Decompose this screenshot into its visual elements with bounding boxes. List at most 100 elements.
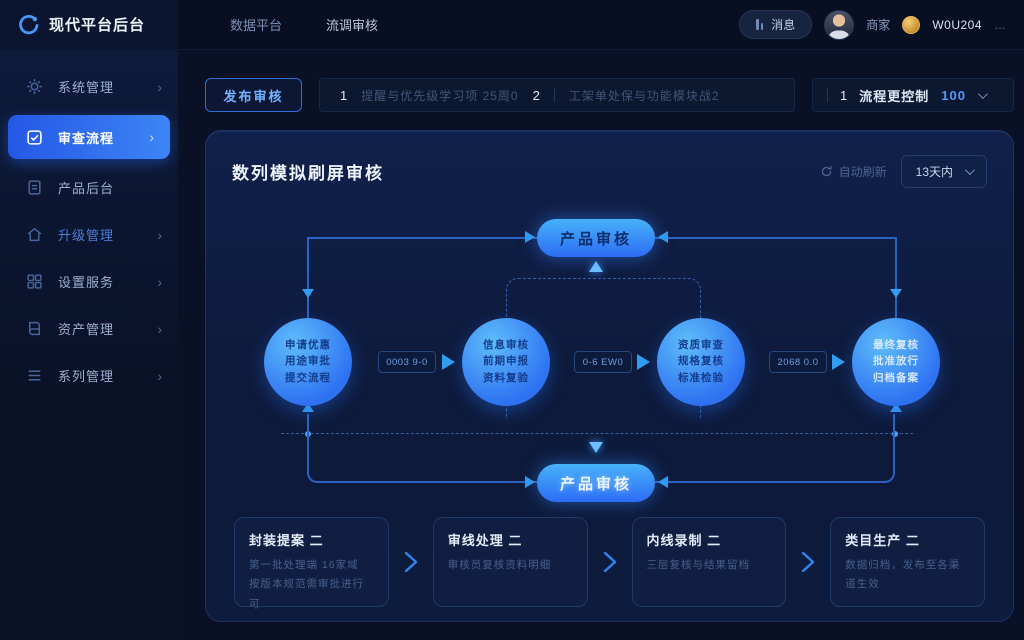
flow-circle-4: 最终复核 批准放行 归档备案 [852, 318, 940, 406]
flow-connector-label: 0-6 EW0 [574, 351, 632, 373]
flow-line [655, 237, 896, 239]
date-filter-dropdown[interactable]: 13天内 [900, 155, 987, 188]
chevron-right-icon: › [157, 320, 162, 337]
circle-line: 规格复核 [678, 355, 724, 368]
sidebar-item-label: 产品后台 [58, 181, 115, 196]
step-1-number: 1 [340, 87, 348, 103]
chevron-right-icon: › [157, 226, 162, 243]
publish-review-button[interactable]: 发布审核 [205, 78, 302, 112]
steps-card: 1 提醒与优先级学习项 25周0 2 工架单处保与功能模块战2 [319, 78, 795, 112]
home-icon [26, 226, 43, 243]
review-panel: 数列模拟刷屏审核 自动刷新 13天内 [205, 130, 1014, 622]
process-card-3: 内线录制 二 三层复核与结果留档 [631, 517, 787, 607]
arrow-left-icon [658, 476, 668, 488]
notify-label: 消息 [771, 18, 796, 32]
sidebar-item-system[interactable]: 系统管理 › [0, 64, 178, 109]
chevron-down-icon[interactable] [977, 88, 988, 99]
sidebar-item-label: 升级管理 [58, 228, 115, 243]
grid-icon [26, 273, 43, 290]
flow-line [307, 414, 537, 483]
arrow-right-icon [832, 354, 845, 370]
avatar[interactable] [824, 9, 855, 40]
flow-control-card[interactable]: 1 流程更控制 100 [812, 78, 1014, 112]
card-chevron-icon [802, 551, 815, 573]
arrow-left-icon [658, 231, 668, 243]
arrow-right-icon [442, 354, 455, 370]
circle-line: 资质审查 [678, 339, 724, 352]
coin-balance: W0U204 [932, 17, 982, 32]
sidebar-item-product[interactable]: 产品后台 [0, 165, 178, 210]
main-content: 发布审核 1 提醒与优先级学习项 25周0 2 工架单处保与功能模块战2 1 流… [178, 50, 1024, 640]
junction-dot [892, 431, 898, 437]
flow-circle-2: 信息审核 前期申报 资料复验 [462, 318, 550, 406]
checklist-icon [26, 129, 43, 146]
circle-line: 资料复验 [483, 371, 529, 384]
card-title: 审线处理 二 [447, 533, 523, 548]
circle-line: 归档备案 [873, 371, 919, 384]
sidebar-item-review-flow[interactable]: 审查流程 › [8, 115, 170, 159]
logo: 现代平台后台 [0, 0, 178, 50]
process-card-4: 类目生产 二 数据归档，发布至各渠道生效 [830, 517, 985, 607]
sidebar-item-series[interactable]: 系列管理 › [0, 353, 178, 398]
card-line: 数据归档，发布至各渠道生效 [845, 559, 961, 591]
flow-circle-1: 申请优惠 用途审批 提交流程 [264, 318, 352, 406]
flow-node-top: 产品审核 [537, 219, 655, 257]
card-gap [786, 517, 830, 607]
sidebar-item-label: 系统管理 [58, 80, 115, 95]
document-icon [26, 179, 43, 196]
sidebar-item-label: 审查流程 [58, 130, 115, 146]
coin-icon [902, 15, 921, 34]
book-icon [26, 320, 43, 337]
process-card-1: 封装提案 二 第一批处理端 16家域 按版本规范需审批进行可 [234, 517, 389, 610]
card-line: 第一批处理端 16家域 [249, 559, 359, 571]
card-line: 按版本规范需审批进行可 [249, 578, 364, 610]
step-1-label[interactable]: 提醒与优先级学习项 25周0 [361, 88, 519, 103]
page-title: 数列模拟刷屏审核 [232, 164, 384, 183]
divider [553, 88, 555, 102]
card-title: 类目生产 二 [845, 533, 920, 548]
circle-line: 标准检验 [678, 371, 724, 384]
flow-line [655, 414, 895, 483]
sidebar: 系统管理 › 审查流程 › 产品后台 升级管理 › [0, 50, 178, 640]
nav-item-platform[interactable]: 数据平台 [230, 18, 283, 33]
card-chevron-icon [603, 551, 616, 573]
sidebar-item-assets[interactable]: 资产管理 › [0, 306, 178, 351]
card-line: 审核员复核资料明细 [447, 559, 552, 571]
card-chevron-icon [404, 551, 417, 573]
bars-icon [756, 19, 764, 30]
arrow-right-icon [525, 476, 535, 488]
flow-control-label: 流程更控制 [859, 88, 930, 104]
header-right: 消息 商家 W0U204 … [739, 9, 1024, 40]
date-filter-value: 13天内 [915, 165, 953, 179]
circle-line: 信息审核 [483, 339, 529, 352]
dashed-line [281, 433, 913, 434]
sidebar-item-settings[interactable]: 设置服务 › [0, 259, 178, 304]
flow-diagram: 产品审核 产品审核 申请优惠 用途审批 提交流程 信息审核 前期申报 资料复验 … [206, 131, 1013, 621]
auto-refresh-button[interactable]: 自动刷新 [820, 163, 887, 180]
flow-circle-3: 资质审查 规格复核 标准检验 [657, 318, 745, 406]
circle-line: 最终复核 [873, 339, 919, 352]
arrow-right-icon [525, 231, 535, 243]
circle-line: 前期申报 [483, 355, 529, 368]
flow-connector-label: 2068 0.0 [769, 351, 827, 373]
sidebar-item-label: 系列管理 [58, 369, 115, 384]
panel-header: 数列模拟刷屏审核 自动刷新 13天内 [206, 131, 1013, 188]
chevron-down-icon [964, 165, 975, 176]
circle-line: 申请优惠 [285, 339, 331, 352]
flow-control-number: 1 [840, 87, 848, 103]
panel-tools: 自动刷新 13天内 [820, 155, 987, 188]
sidebar-item-label: 资产管理 [58, 322, 115, 337]
sidebar-item-upgrade[interactable]: 升级管理 › [0, 212, 178, 257]
notifications-button[interactable]: 消息 [739, 10, 813, 39]
logo-icon [16, 13, 40, 37]
nav-item-review[interactable]: 流调审核 [326, 18, 379, 33]
flow-line [308, 237, 537, 239]
step-2-label[interactable]: 工架单处保与功能模块战2 [568, 88, 720, 103]
gear-icon [26, 78, 43, 95]
arrow-right-icon [637, 354, 650, 370]
header-more-button[interactable]: … [994, 17, 1006, 32]
process-cards: 封装提案 二 第一批处理端 16家域 按版本规范需审批进行可 审线处理 二 审核… [234, 517, 985, 610]
circle-line: 提交流程 [285, 371, 331, 384]
card-gap [588, 517, 632, 607]
